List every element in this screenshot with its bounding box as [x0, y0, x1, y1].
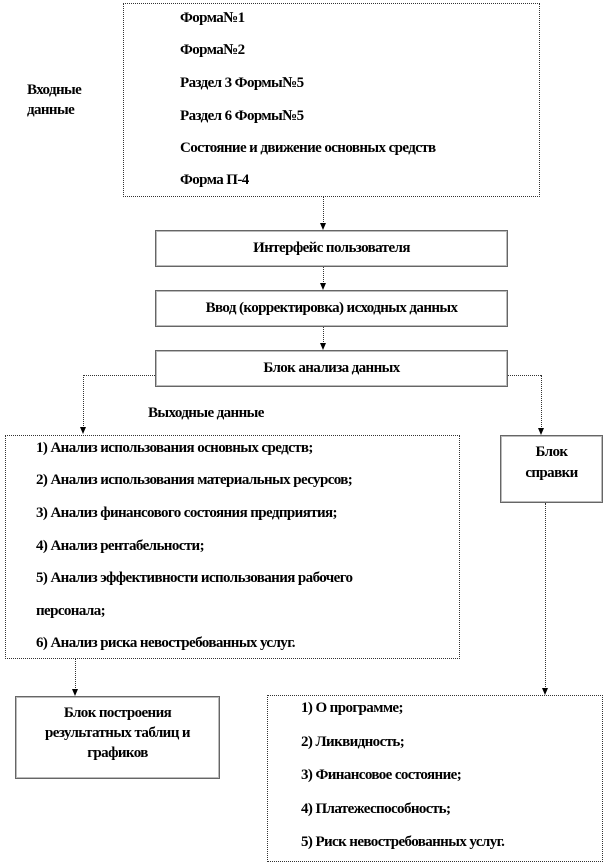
input-item: Раздел 3 Формы№5 — [180, 75, 304, 91]
interface-block: Интерфейс пользователя — [155, 230, 508, 267]
input-item: Состояние и движение основных средств — [180, 140, 436, 156]
connector — [508, 375, 541, 376]
input-item: Раздел 6 Формы№5 — [180, 108, 304, 124]
input-item: Форма П-4 — [180, 172, 249, 188]
results-block-label: Блок построения результатных таблиц и гр… — [45, 705, 191, 761]
output-item: 1) Анализ использования основных средств… — [36, 440, 313, 456]
input-item: Форма№2 — [180, 42, 245, 58]
arrow-head-icon — [320, 343, 326, 350]
connector — [83, 375, 155, 376]
interface-block-label: Интерфейс пользователя — [253, 240, 410, 256]
output-data-label: Выходные данные — [148, 405, 264, 421]
connector — [323, 267, 324, 284]
help-item: 3) Финансовое состояние; — [301, 767, 462, 783]
output-item: 2) Анализ использования материальных рес… — [36, 472, 353, 488]
output-item: 3) Анализ финансового состояния предприя… — [36, 505, 338, 521]
help-topics-box: 1) О программе; 2) Ликвидность; 3) Финан… — [267, 695, 603, 862]
analysis-block: Блок анализа данных — [155, 350, 508, 387]
arrow-head-icon — [538, 428, 544, 435]
input-data-box: Форма№1 Форма№2 Раздел 3 Формы№5 Раздел … — [123, 3, 540, 197]
connector — [323, 327, 324, 344]
connector — [83, 375, 84, 428]
help-item: 5) Риск невостребованных услуг. — [301, 834, 505, 850]
help-block-label: Блок справки — [525, 444, 578, 481]
help-block: Блок справки — [500, 435, 603, 503]
output-item: 4) Анализ рентабельности; — [36, 538, 205, 554]
input-data-label: Входные данные — [27, 82, 82, 118]
connector — [545, 503, 546, 689]
output-item: 6) Анализ риска невостребованных услуг. — [36, 635, 295, 651]
input-edit-block-label: Ввод (корректировка) исходных данных — [205, 300, 458, 316]
arrow-head-icon — [320, 223, 326, 230]
help-item: 1) О программе; — [301, 700, 403, 716]
input-item: Форма№1 — [180, 10, 245, 26]
analysis-block-label: Блок анализа данных — [263, 360, 400, 376]
output-data-box: 1) Анализ использования основных средств… — [5, 435, 460, 659]
connector — [541, 375, 542, 429]
connector — [75, 659, 76, 690]
help-item: 4) Платежеспособность; — [301, 801, 451, 817]
output-item: 5) Анализ эффективности использования ра… — [36, 570, 353, 586]
input-edit-block: Ввод (корректировка) исходных данных — [155, 290, 508, 327]
output-item: персонала; — [36, 603, 106, 619]
arrow-head-icon — [542, 688, 548, 695]
results-block: Блок построения результатных таблиц и гр… — [15, 696, 220, 779]
arrow-head-icon — [72, 689, 78, 696]
connector — [323, 197, 324, 224]
help-item: 2) Ликвидность; — [301, 734, 405, 750]
arrow-head-icon — [320, 283, 326, 290]
arrow-head-icon — [80, 427, 86, 434]
